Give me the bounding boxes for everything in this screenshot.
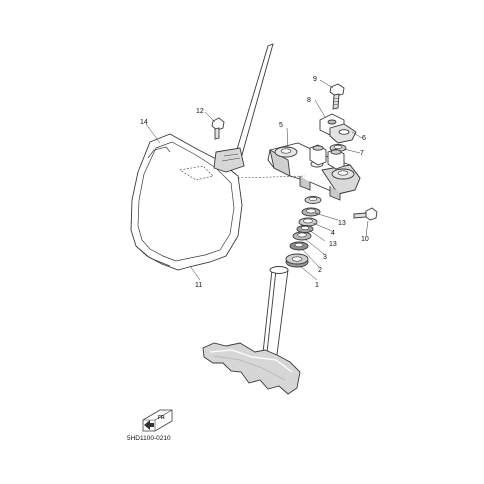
washer-top [304, 196, 322, 204]
bolt-9 [329, 83, 345, 110]
callout-3: 3 [323, 254, 327, 261]
steering-stem [202, 266, 301, 395]
ring-nut-13-upper [301, 207, 321, 217]
fork-strut [213, 43, 274, 173]
callout-13-upper: 13 [338, 220, 346, 227]
collar-pair [309, 144, 345, 170]
callout-11: 11 [195, 282, 202, 289]
upper-bracket [267, 142, 361, 201]
callout-labels: 1 2 3 4 5 6 7 8 9 10 11 12 13 13 14 [140, 76, 369, 289]
bearing-race-3 [292, 231, 312, 241]
callout-12: 12 [196, 108, 204, 115]
callout-14: 14 [140, 119, 148, 126]
bolt-12 [211, 117, 225, 140]
callout-5: 5 [279, 122, 283, 129]
bolt-10 [353, 207, 378, 221]
washer-4 [298, 217, 318, 227]
front-direction-icon: FR [142, 409, 173, 432]
handlebar-holder-6 [329, 123, 357, 144]
callout-13-lower: 13 [329, 241, 337, 248]
leader-lines [145, 79, 369, 281]
callout-6: 6 [362, 135, 366, 142]
callout-8: 8 [307, 97, 311, 104]
callout-4: 4 [331, 230, 335, 237]
callout-10: 10 [361, 236, 369, 243]
callout-1: 1 [315, 282, 319, 289]
assembly-line [237, 175, 306, 179]
ring-nut-13-lower [296, 225, 314, 233]
drawing-code: 5HD1100-0210 [127, 435, 171, 442]
callout-9: 9 [313, 76, 317, 83]
bearing-1 [285, 253, 309, 268]
callout-2: 2 [318, 267, 322, 274]
callout-7: 7 [360, 150, 364, 157]
seal-2 [289, 241, 309, 251]
front-mark-label: FR [158, 415, 165, 421]
